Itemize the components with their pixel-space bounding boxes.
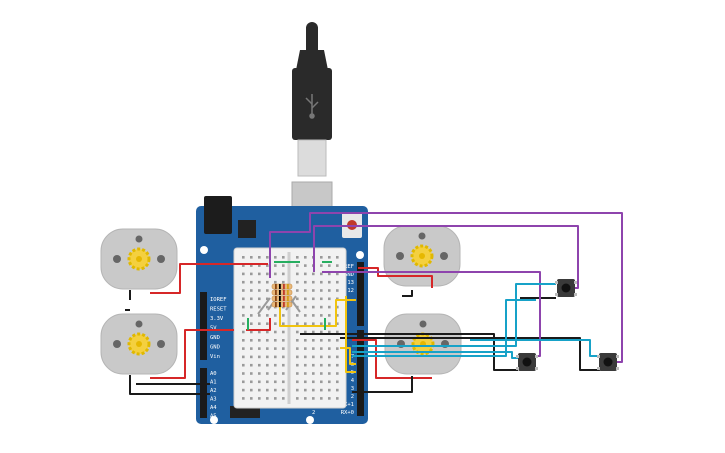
pin-label: RESET <box>210 307 227 313</box>
power-pin-labels: IOREF RESET 3.3V 5V GND GND Vin <box>210 297 227 360</box>
pin-label: IOREF <box>210 297 227 303</box>
pin-label: AREF <box>341 264 354 270</box>
wire-red <box>246 318 271 331</box>
wire-cyan <box>352 351 518 359</box>
pin-label: A2 <box>210 388 217 394</box>
dc-motor-bottom-right[interactable] <box>384 313 462 375</box>
digital-header-lower <box>357 330 364 416</box>
usb-cable[interactable] <box>291 22 333 213</box>
pin-label: A1 <box>210 380 217 386</box>
pin-label: GND <box>344 272 354 278</box>
breadboard-holes <box>242 256 339 400</box>
push-button-1[interactable] <box>555 279 577 297</box>
push-button-3[interactable] <box>597 353 619 371</box>
push-button-2[interactable] <box>516 353 538 371</box>
mount-hole <box>356 251 364 259</box>
pin-label: 13 <box>347 280 354 286</box>
pin-label: GND <box>210 335 220 341</box>
wire-red <box>150 329 234 379</box>
wires <box>125 212 623 395</box>
mini-breadboard[interactable] <box>233 247 347 409</box>
digital-pin-labels-upper: AREF GND 13 12 <box>341 264 354 294</box>
usb-icon <box>305 94 319 119</box>
wire-red <box>150 263 268 294</box>
pin-label: 4 <box>351 378 355 384</box>
resistor-pack[interactable] <box>271 283 293 308</box>
pin-label: RX+0 <box>341 410 354 416</box>
wire-red <box>352 339 432 379</box>
board-label: 2 <box>312 410 315 416</box>
voltage-regulator <box>238 220 256 238</box>
chip <box>230 406 260 418</box>
power-jack <box>204 196 232 234</box>
wire-red <box>358 267 433 288</box>
pin-label: A5 <box>210 414 217 420</box>
wire-cyan <box>352 299 536 357</box>
pin-label: GND <box>210 345 220 351</box>
wire-yellow <box>279 296 356 327</box>
dc-motor-top-left[interactable] <box>100 228 178 290</box>
mount-hole <box>210 416 218 424</box>
pin-label: 12 <box>347 288 354 294</box>
power-header <box>200 292 207 360</box>
pin-label: 3 <box>351 386 354 392</box>
pin-label: 3.3V <box>210 316 224 322</box>
mount-hole <box>200 246 208 254</box>
digital-header-upper <box>357 262 364 326</box>
wire-cyan <box>470 339 600 357</box>
pin-label: TX+1 <box>341 402 354 408</box>
wire-black <box>352 376 413 393</box>
pin-label: Vin <box>210 354 220 360</box>
wire-yellow <box>340 347 356 365</box>
wire-yellow <box>345 296 356 373</box>
pin-label: A3 <box>210 397 217 403</box>
pin-label: 2 <box>351 394 354 400</box>
wire-purple <box>313 225 579 289</box>
wire-black <box>402 290 413 297</box>
pin-label: A4 <box>210 405 217 411</box>
wire-black <box>340 337 600 371</box>
pin-label: A0 <box>210 371 217 377</box>
wire-black <box>129 375 210 395</box>
mount-hole <box>306 416 314 424</box>
pin-label: 5V <box>210 326 217 332</box>
wire-purple <box>269 212 623 363</box>
wire-cyan <box>352 283 556 347</box>
dc-motor-bottom-left[interactable] <box>100 313 178 375</box>
